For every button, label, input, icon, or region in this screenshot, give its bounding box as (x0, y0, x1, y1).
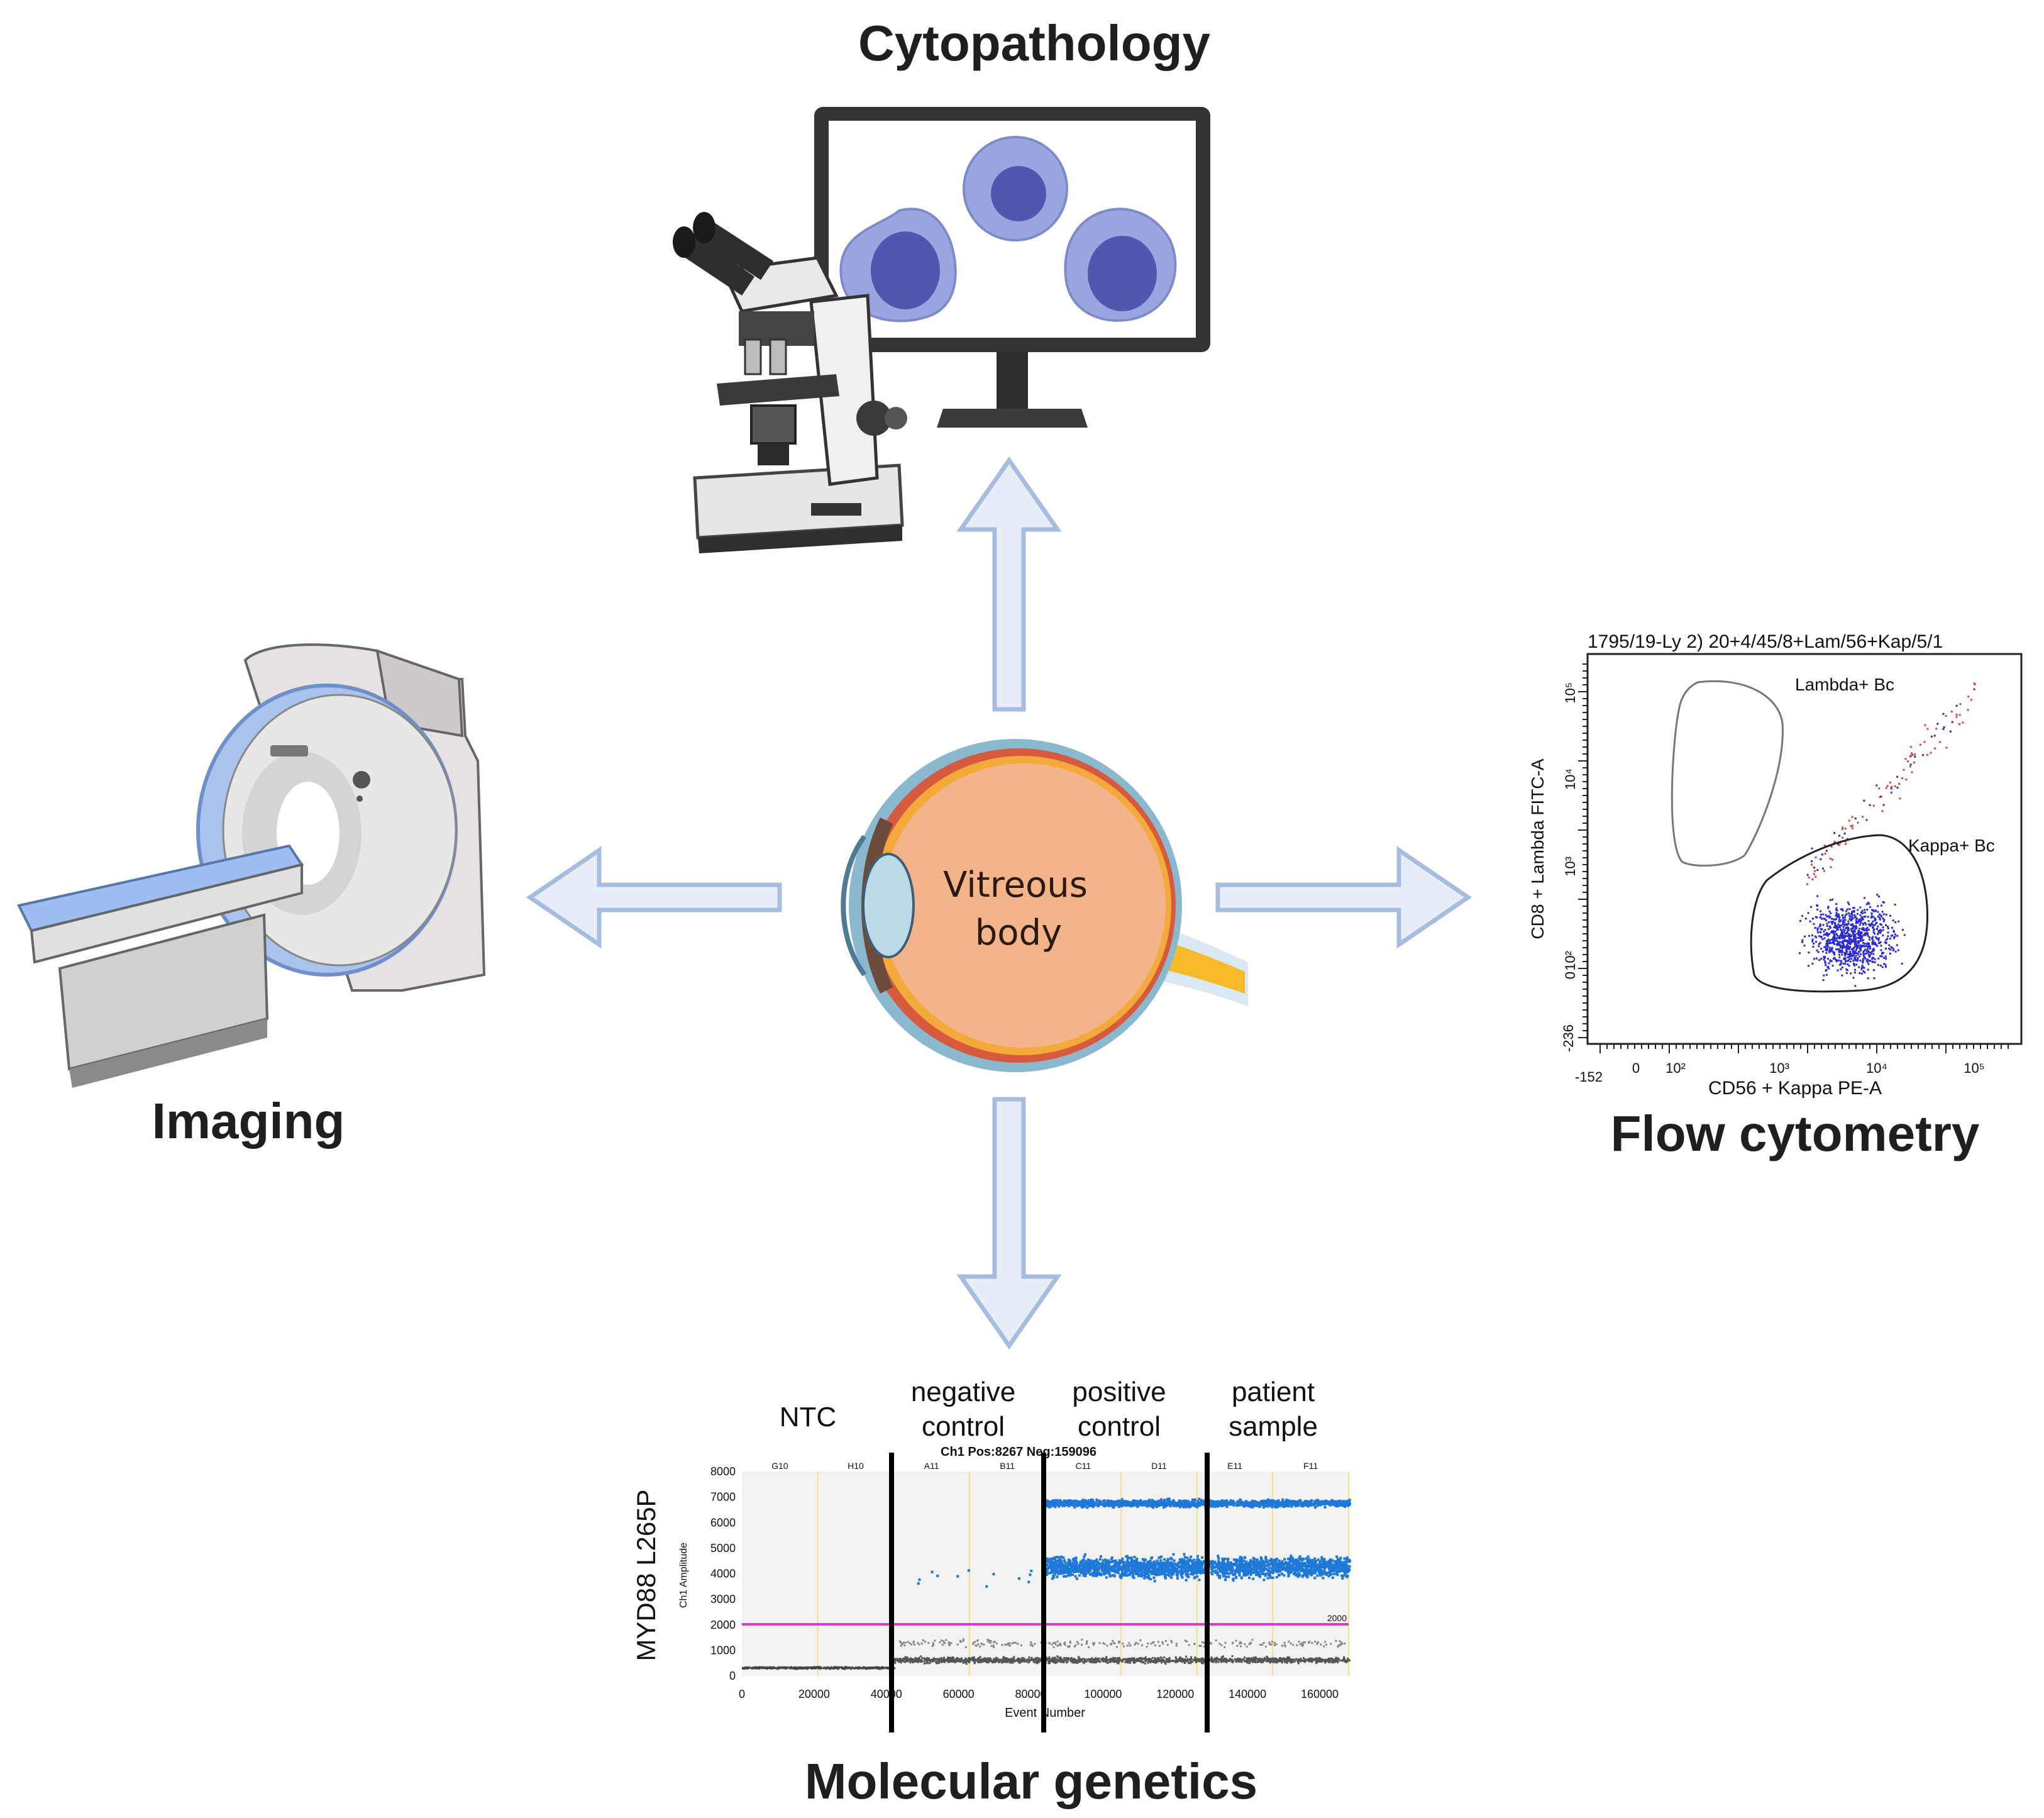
cytopathology-title: Cytopathology (858, 15, 1210, 71)
group-label-patient-line1: patient (1232, 1377, 1315, 1407)
vitreous-label-line2: body (975, 912, 1063, 953)
threshold-label: 2000 (1327, 1613, 1347, 1623)
ddpcr-ytick: 2000 (710, 1619, 736, 1631)
well-label: B11 (1000, 1461, 1015, 1471)
ddpcr-xtick: 120000 (1156, 1688, 1194, 1700)
ddpcr-plot: NTC negative control positive control pa… (631, 1377, 1351, 1732)
lambda-gate (1671, 680, 1784, 867)
arrow-up (956, 456, 1062, 712)
well-label: E11 (1227, 1461, 1242, 1471)
cell-top (963, 136, 1068, 241)
ddpcr-ytick: 5000 (710, 1542, 736, 1555)
cell-right (1064, 208, 1177, 322)
ddpcr-x-axis: 0 20000 40000 60000 80000 100000 120000 140000 1… (739, 1688, 1339, 1700)
well-label: G10 (771, 1461, 788, 1471)
ddpcr-ytick: 7000 (710, 1491, 736, 1504)
ddpcr-plot-title: Ch1 Pos:8267 Neg:159096 (941, 1445, 1097, 1459)
ddpcr-ytick: 4000 (710, 1568, 736, 1580)
flow-plot-frame (1586, 653, 2023, 1045)
flow-xtick-1e2: 10² (1666, 1060, 1686, 1076)
ddpcr-ytick: 6000 (710, 1516, 736, 1529)
flow-ytick-1e2: 10² (1562, 951, 1578, 971)
group-label-patient-line2: sample (1229, 1411, 1318, 1442)
flow-y-axis: -236 0 10² 10³ 10⁴ 10⁵ (1561, 654, 1589, 1052)
well-label: D11 (1151, 1461, 1167, 1471)
ddpcr-xtick: 0 (739, 1688, 745, 1700)
flow-xtick-1e5: 10⁵ (1964, 1060, 1985, 1076)
cell-left (839, 208, 957, 323)
flow-x-axis: -152 0 10² 10³ 10⁴ 10⁵ (1575, 1043, 2021, 1085)
group-label-negative-line2: control (922, 1411, 1005, 1442)
flow-cytometry-title: Flow cytometry (1611, 1106, 1980, 1161)
monitor-illustration (814, 107, 1210, 428)
gene-label: MYD88 L265P (631, 1489, 661, 1661)
well-label: H10 (848, 1461, 864, 1471)
eye-illustration (841, 739, 1248, 1072)
ddpcr-xtick: 40000 (871, 1688, 902, 1700)
well-label: A11 (924, 1461, 939, 1471)
ddpcr-xtick: 160000 (1301, 1688, 1339, 1700)
ddpcr-ytick: 1000 (710, 1644, 736, 1656)
group-label-positive-line2: control (1078, 1411, 1161, 1442)
ddpcr-xtick: 80000 (1015, 1688, 1046, 1700)
flow-xtick-0: 0 (1632, 1060, 1640, 1076)
arrow-left (526, 846, 782, 949)
arrow-down (956, 1097, 1062, 1350)
ddpcr-xtick: 60000 (943, 1688, 975, 1700)
kappa-gate (1750, 834, 1929, 993)
flow-xtick-1e3: 10³ (1769, 1060, 1789, 1076)
flow-plot: 1795/19-Ly 2) 20+4/45/8+Lam/56+Kap/5/1 L… (1528, 631, 2023, 1099)
imaging-title: Imaging (152, 1093, 345, 1149)
flow-events (1799, 682, 1976, 987)
lambda-gate-label: Lambda+ Bc (1795, 675, 1894, 694)
molecular-genetics-title: Molecular genetics (805, 1753, 1257, 1809)
group-label-ntc: NTC (780, 1402, 836, 1433)
flow-x-label: CD56 + Kappa PE-A (1708, 1078, 1882, 1099)
flow-xtick-neg: -152 (1575, 1069, 1603, 1085)
flow-ytick-1e5: 10⁵ (1562, 682, 1578, 704)
arrow-right (1215, 846, 1472, 949)
ddpcr-xtick: 100000 (1084, 1688, 1122, 1700)
flow-ytick-1e3: 10³ (1562, 856, 1578, 877)
microscope-illustration (673, 212, 907, 553)
group-label-negative-line1: negative (911, 1377, 1015, 1407)
flow-xtick-1e4: 10⁴ (1866, 1060, 1887, 1076)
ddpcr-xtick: 140000 (1229, 1688, 1266, 1700)
ddpcr-y-label: Ch1 Amplitude (678, 1543, 689, 1608)
ddpcr-ytick: 0 (729, 1670, 736, 1682)
flow-ytick-1e4: 10⁴ (1562, 768, 1578, 790)
ddpcr-ytick: 3000 (710, 1593, 736, 1605)
kappa-gate-label: Kappa+ Bc (1908, 836, 1995, 855)
flow-ytick-0: 0 (1562, 972, 1578, 979)
ddpcr-xtick: 20000 (798, 1688, 830, 1700)
group-label-positive-line1: positive (1072, 1377, 1166, 1407)
flow-y-label: CD8 + Lambda FITC-A (1528, 758, 1547, 939)
vitreous-label-line1: Vitreous (943, 865, 1088, 906)
ddpcr-y-axis: 0 1000 2000 3000 4000 5000 6000 7000 8000 (710, 1465, 736, 1682)
flow-ytick-neg: -236 (1561, 1024, 1576, 1052)
droplet-events (742, 1497, 1351, 1670)
ddpcr-ytick: 8000 (710, 1465, 736, 1478)
well-label: F11 (1303, 1461, 1318, 1471)
well-label: C11 (1075, 1461, 1091, 1471)
mri-scanner-illustration (17, 643, 486, 1088)
flow-plot-title: 1795/19-Ly 2) 20+4/45/8+Lam/56+Kap/5/1 (1588, 631, 1943, 652)
